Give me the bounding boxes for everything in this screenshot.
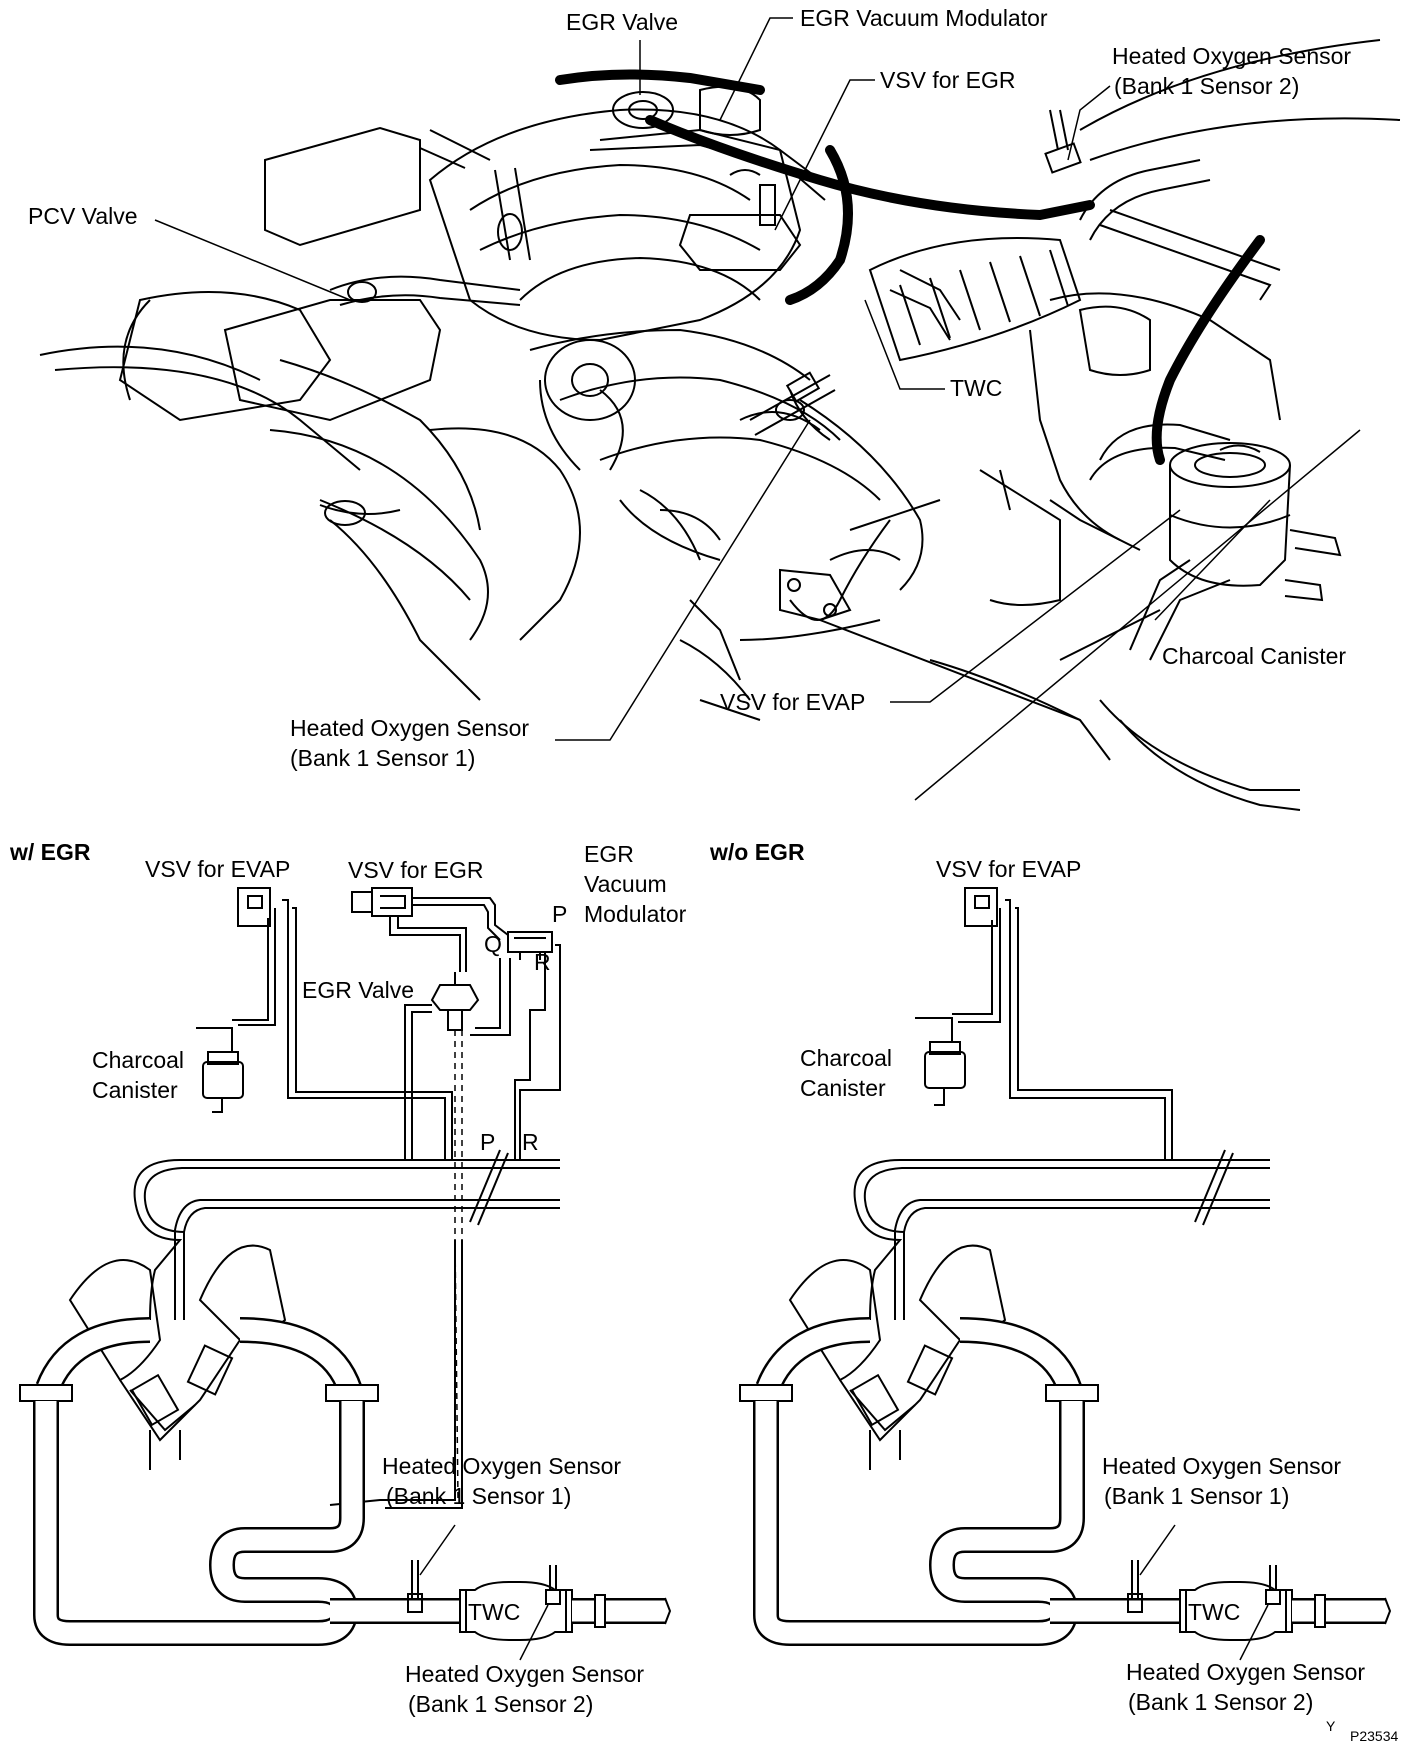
with-egr-label-modulator-1: EGR (584, 841, 634, 867)
with-egr-label-canister-1: Charcoal (92, 1047, 185, 1073)
with-egr-ho2s-s2 (549, 1565, 557, 1590)
with-egr-port-q: Q (484, 931, 502, 957)
with-egr-label-modulator-3: Modulator (584, 901, 687, 927)
without-egr-vsv-evap-body (964, 887, 998, 927)
top-label-charcoal-canister: Charcoal Canister (1162, 643, 1347, 669)
with-egr-port-p-bottom: P (480, 1129, 496, 1155)
without-egr-label-ho2s-s1-line1: Heated Oxygen Sensor (1102, 1453, 1342, 1479)
figure-code: P23534 (1350, 1728, 1399, 1744)
without-egr-ho2s-s1 (1131, 1560, 1139, 1598)
with-egr-label-modulator-2: Vacuum (584, 871, 667, 897)
with-egr-label-ho2s-s1-line1: Heated Oxygen Sensor (382, 1453, 622, 1479)
without-egr-label-canister-2: Canister (800, 1075, 886, 1101)
with-egr-label-egr-valve: EGR Valve (302, 977, 415, 1003)
without-egr-twc-body (1179, 1581, 1293, 1641)
engine-illustration (39, 39, 1401, 811)
top-label-vsv-for-egr: VSV for EGR (880, 67, 1016, 93)
top-leader-lines (154, 17, 1361, 801)
with-egr-title: w/ EGR (10, 839, 91, 865)
without-egr-label-ho2s-s2-line2: (Bank 1 Sensor 2) (1128, 1689, 1314, 1715)
with-egr-label-twc: TWC (468, 1599, 521, 1625)
top-label-twc: TWC (950, 375, 1003, 401)
with-egr-label-ho2s-s2-line1: Heated Oxygen Sensor (405, 1661, 645, 1687)
with-egr-egr-valve-body (430, 984, 480, 1011)
without-egr-label-canister-1: Charcoal (800, 1045, 893, 1071)
with-egr-vsv-egr-body (351, 891, 373, 913)
with-egr-left-flange (19, 1384, 73, 1402)
with-egr-label-vsv-egr: VSV for EGR (348, 857, 484, 883)
with-egr-vsv-evap-body (237, 887, 271, 927)
top-label-vsv-for-evap: VSV for EVAP (720, 689, 866, 715)
without-egr-label-twc: TWC (1188, 1599, 1241, 1625)
with-egr-label-canister-2: Canister (92, 1077, 178, 1103)
with-egr-vacuum-modulator-body (507, 931, 553, 953)
without-egr-engine-left-head (788, 1259, 882, 1382)
top-label-ho2s-s1-line2: (Bank 1 Sensor 1) (290, 745, 476, 771)
without-egr-label-vsv-evap: VSV for EVAP (936, 856, 1082, 882)
without-egr-right-flange (1045, 1384, 1099, 1402)
top-label-ho2s-s1-line1: Heated Oxygen Sensor (290, 715, 530, 741)
without-egr-ho2s-s2 (1269, 1565, 1277, 1590)
with-egr-engine-left-head (68, 1259, 162, 1382)
without-egr-title: w/o EGR (710, 839, 805, 865)
top-label-egr-valve: EGR Valve (566, 9, 679, 35)
top-label-ho2s-s2-line1: Heated Oxygen Sensor (1112, 43, 1352, 69)
with-egr-twc-body (459, 1581, 573, 1641)
with-egr-label-ho2s-s2-line2: (Bank 1 Sensor 2) (408, 1691, 594, 1717)
with-egr-right-flange (325, 1384, 379, 1402)
figure-mark: Y (1326, 1718, 1336, 1734)
with-egr-ho2s-s1 (411, 1560, 419, 1598)
with-egr-label-vsv-evap: VSV for EVAP (145, 856, 291, 882)
top-label-pcv-valve: PCV Valve (28, 203, 138, 229)
with-egr-label-ho2s-s1-line2: (Bank 1 Sensor 1) (386, 1483, 572, 1509)
with-egr-port-p-top: P (552, 901, 568, 927)
with-egr-charcoal-canister-body (202, 1061, 244, 1099)
without-egr-label-ho2s-s1-line2: (Bank 1 Sensor 1) (1104, 1483, 1290, 1509)
top-label-egr-vacuum-modulator: EGR Vacuum Modulator (800, 5, 1048, 31)
without-egr-left-flange (739, 1384, 793, 1402)
without-egr-label-ho2s-s2-line1: Heated Oxygen Sensor (1126, 1659, 1366, 1685)
without-egr-charcoal-canister-body (924, 1051, 966, 1089)
without-egr-schematic (739, 887, 1392, 1661)
with-egr-port-r-bottom: R (522, 1129, 539, 1155)
with-egr-schematic (19, 887, 672, 1661)
with-egr-port-r-top: R (534, 949, 551, 975)
top-label-ho2s-s2-line2: (Bank 1 Sensor 2) (1114, 73, 1300, 99)
